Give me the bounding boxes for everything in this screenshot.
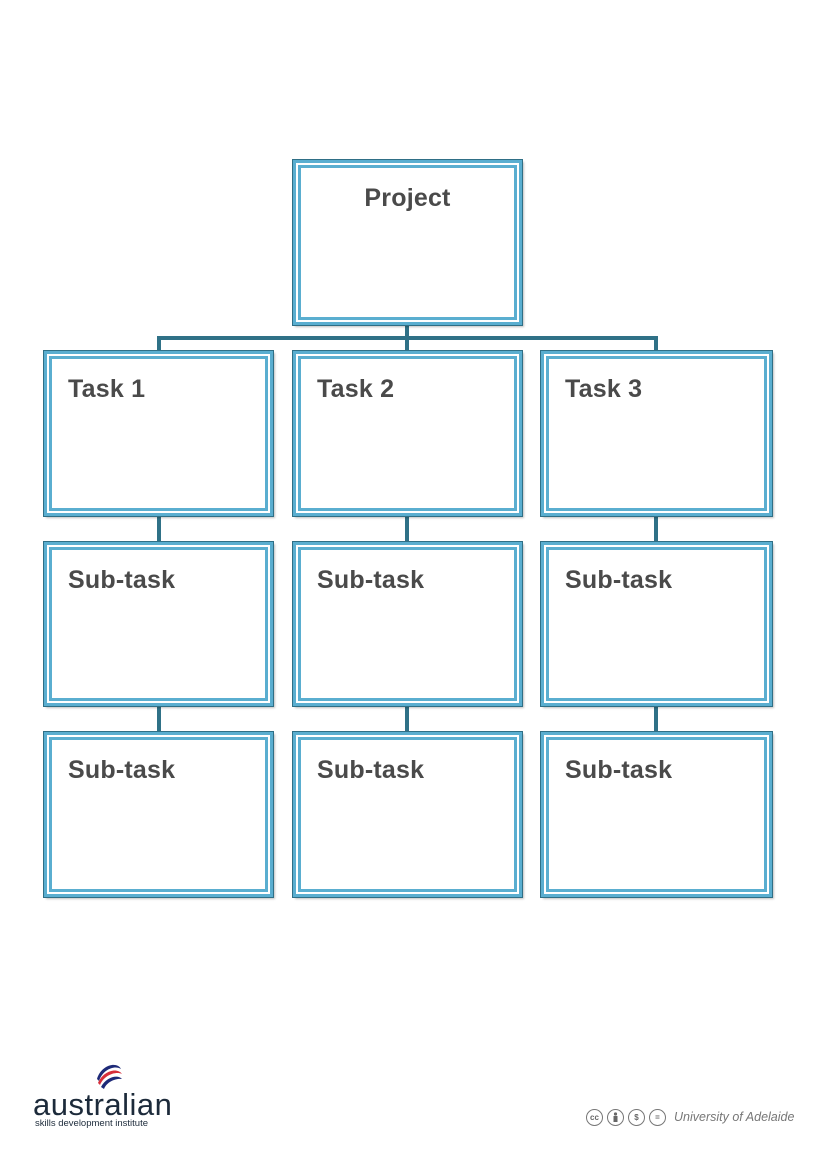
task-2-subtask-2-box: Sub-task bbox=[292, 731, 523, 898]
license-credit: cc $ = University of Adelaide bbox=[586, 1106, 794, 1128]
subtask-label: Sub-task bbox=[68, 566, 176, 594]
connector-task-1-sub-1 bbox=[157, 515, 161, 543]
connector-task-3-drop bbox=[654, 336, 658, 352]
subtask-label: Sub-task bbox=[565, 756, 673, 784]
task-3-subtask-1-box: Sub-task bbox=[540, 541, 773, 707]
project-box: Project bbox=[292, 159, 523, 326]
task-1-box: Task 1 bbox=[43, 350, 274, 517]
task-3-label: Task 3 bbox=[565, 375, 643, 403]
logo-mark-icon bbox=[95, 1061, 123, 1089]
credit-text: University of Adelaide bbox=[674, 1110, 795, 1124]
subtask-label: Sub-task bbox=[565, 566, 673, 594]
task-1-subtask-2-box: Sub-task bbox=[43, 731, 274, 898]
connector-task-1-sub-2 bbox=[157, 705, 161, 733]
task-2-subtask-1-box: Sub-task bbox=[292, 541, 523, 707]
task-2-label: Task 2 bbox=[317, 375, 395, 403]
connector-task-1-drop bbox=[157, 336, 161, 352]
logo-wordmark: australian bbox=[33, 1087, 173, 1122]
nc-icon: $ bbox=[628, 1108, 645, 1126]
connector-root-stem bbox=[405, 325, 409, 339]
logo-tagline: skills development institute bbox=[35, 1118, 148, 1129]
connector-task-2-drop bbox=[405, 336, 409, 352]
subtask-label: Sub-task bbox=[317, 756, 425, 784]
connector-task-2-sub-1 bbox=[405, 515, 409, 543]
subtask-label: Sub-task bbox=[68, 756, 176, 784]
task-2-box: Task 2 bbox=[292, 350, 523, 517]
asdi-logo: australian skills development institute bbox=[33, 1055, 193, 1130]
task-3-box: Task 3 bbox=[540, 350, 773, 517]
task-1-label: Task 1 bbox=[68, 375, 146, 403]
connector-task-2-sub-2 bbox=[405, 705, 409, 733]
by-icon bbox=[607, 1108, 624, 1126]
project-label: Project bbox=[364, 184, 451, 212]
nd-icon: = bbox=[649, 1108, 666, 1126]
subtask-label: Sub-task bbox=[317, 566, 425, 594]
connector-task-3-sub-2 bbox=[654, 705, 658, 733]
connector-task-3-sub-1 bbox=[654, 515, 658, 543]
cc-icon: cc bbox=[586, 1108, 603, 1126]
task-3-subtask-2-box: Sub-task bbox=[540, 731, 773, 898]
task-1-subtask-1-box: Sub-task bbox=[43, 541, 274, 707]
